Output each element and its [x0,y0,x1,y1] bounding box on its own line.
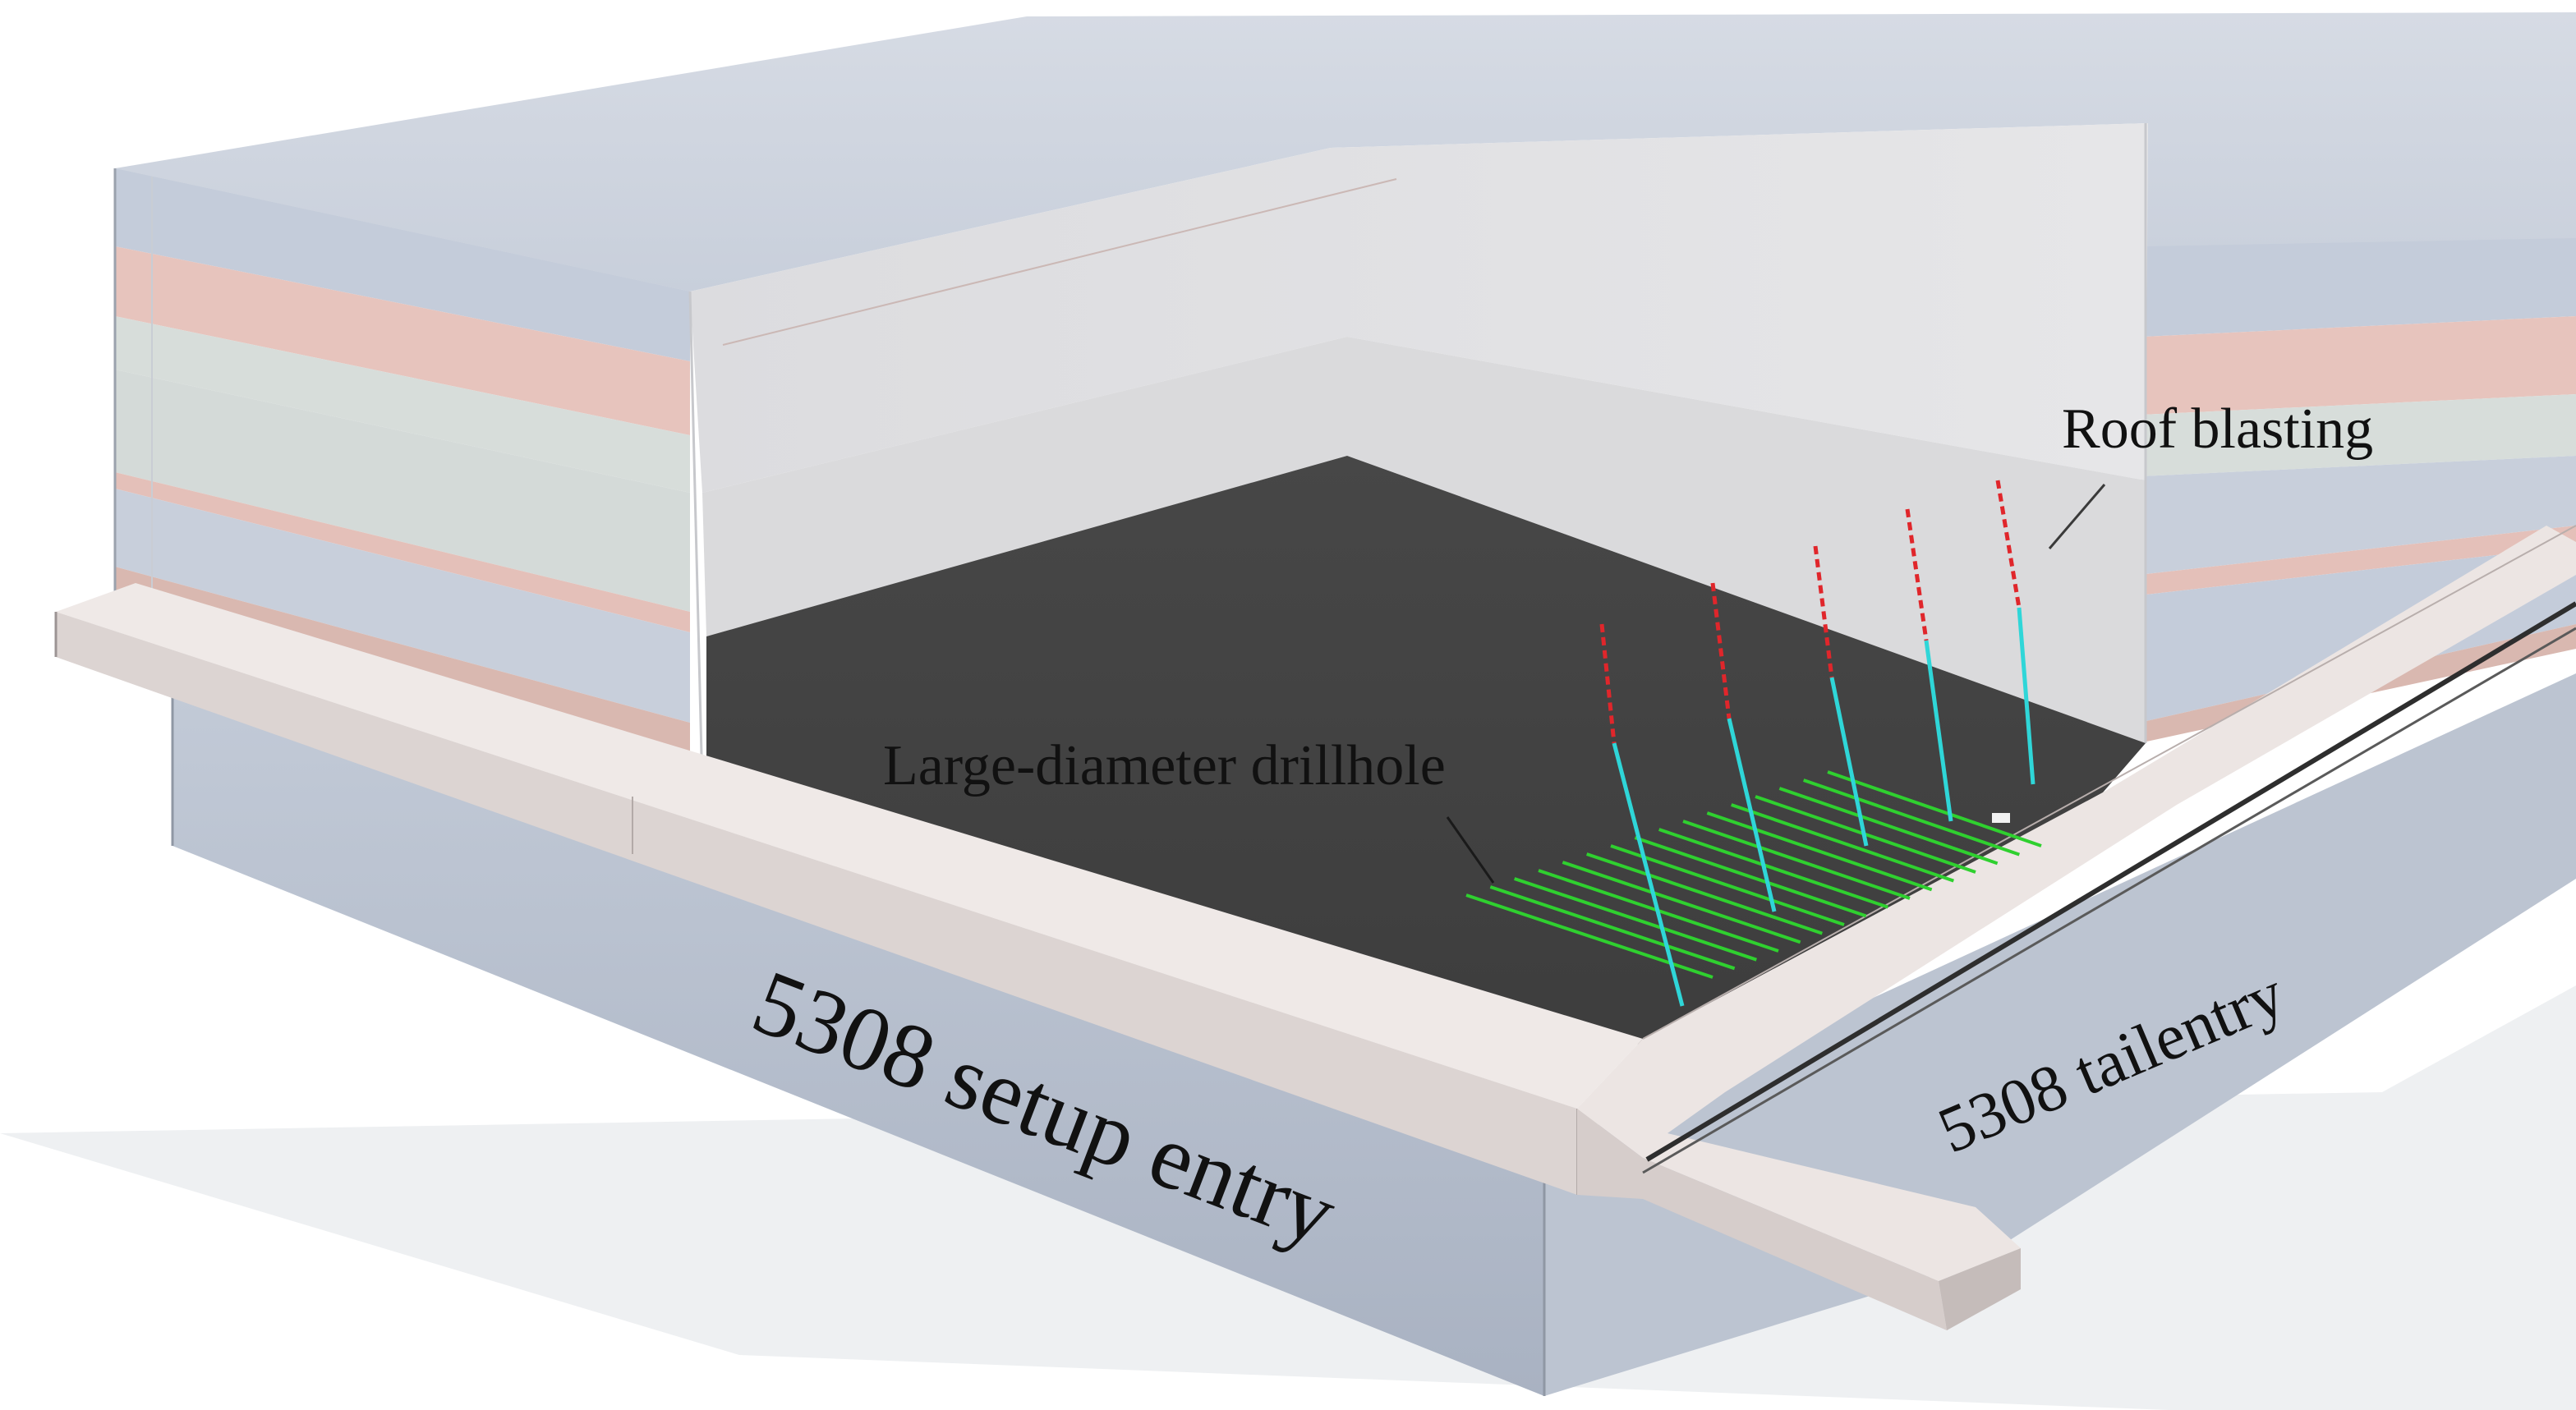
blast-hole-charge-segment [1813,545,1834,678]
cavity-back-wall-upper [690,123,2148,493]
tailentry-roadway [1577,525,2576,1330]
horizontal-drillhole-line [1803,778,2020,857]
blast-hole-borehole-segment [1924,640,1953,822]
horizontal-drillhole-line [1610,844,1845,926]
horizontal-drillhole-line [1489,885,1736,971]
base-front-face [172,690,1544,1396]
blast-hole-borehole-segment [1612,742,1685,1007]
setup-entry-roadway [54,583,1643,1195]
roof-blasting-label: Roof blasting [2062,397,2373,461]
blast-hole-charge-segment [1905,508,1929,641]
horizontal-drillhole-line [1514,877,1757,962]
large-diameter-drillhole-label: Large-diameter drillhole [883,734,1446,797]
blast-hole-charge-segment [1710,582,1732,719]
horizontal-drillhole-line [1682,820,1911,900]
horizontal-drillhole-line [1658,828,1888,909]
horizontal-drillhole-line [1778,787,1999,866]
roof-blasting-holes [1599,480,2036,1007]
cavity-back-wall-lower [702,337,2146,743]
blast-hole-borehole-segment [1727,718,1777,912]
horizontal-drillhole-line [1634,836,1867,918]
drill-site-marker [1992,813,2010,823]
roof-blasting-leader [2048,484,2106,549]
blast-hole-borehole-segment [1829,677,1869,847]
horizontal-drillhole-line [1731,803,1954,883]
blast-hole-borehole-segment [2017,607,2036,785]
top-surface [115,12,2576,292]
horizontal-drillhole-line [1586,852,1823,935]
horizontal-drillhole-line [1562,861,1801,944]
blast-hole-charge-segment [1995,480,2022,609]
blast-hole-charge-segment [1599,623,1617,744]
horizontal-drillhole-line [1827,770,2042,847]
horizontal-drillhole-line [1706,811,1933,892]
drillhole-leader [1446,816,1495,884]
